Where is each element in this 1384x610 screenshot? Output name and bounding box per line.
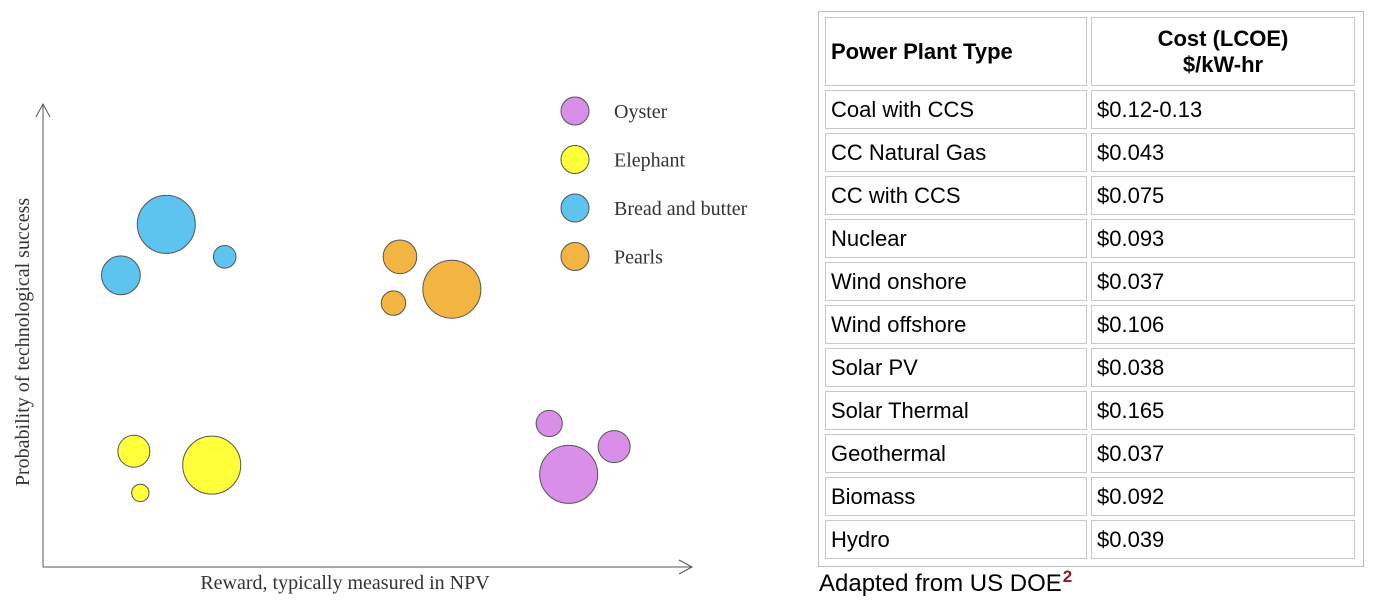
legend-swatch bbox=[560, 193, 590, 223]
source-reference: 2 bbox=[1062, 567, 1073, 586]
cell-cost: $0.12-0.13 bbox=[1091, 90, 1355, 129]
x-axis-label: Reward, typically measured in NPV bbox=[200, 572, 490, 594]
cell-cost: $0.165 bbox=[1091, 391, 1355, 430]
legend-swatch bbox=[560, 96, 590, 126]
cell-power-plant-type: Wind offshore bbox=[825, 305, 1087, 344]
cell-power-plant-type: Biomass bbox=[825, 477, 1087, 516]
bubble-marks bbox=[100, 194, 631, 504]
cell-cost: $0.092 bbox=[1091, 477, 1355, 516]
bubble-elephant bbox=[117, 434, 151, 468]
cell-power-plant-type: Wind onshore bbox=[825, 262, 1087, 301]
cell-power-plant-type: CC with CCS bbox=[825, 176, 1087, 215]
table-row: Coal with CCS$0.12-0.13 bbox=[825, 90, 1355, 129]
table-row: Wind onshore$0.037 bbox=[825, 262, 1355, 301]
x-axis-arrow bbox=[678, 559, 694, 575]
bubble-pearls bbox=[422, 259, 482, 319]
legend-swatch bbox=[560, 242, 590, 271]
cell-power-plant-type: Nuclear bbox=[825, 219, 1087, 258]
cell-cost: $0.075 bbox=[1091, 176, 1355, 215]
bubble-bread-and-butter bbox=[212, 244, 237, 269]
legend-label: Pearls bbox=[614, 247, 663, 269]
table-row: CC with CCS$0.075 bbox=[825, 176, 1355, 215]
cost-table: Power Plant Type Cost (LCOE) $/kW-hr Coa… bbox=[821, 13, 1359, 563]
bubble-bread-and-butter bbox=[136, 194, 196, 254]
bubble-oyster bbox=[597, 430, 631, 464]
table-row: Hydro$0.039 bbox=[825, 520, 1355, 559]
header-cost-line2: $/kW-hr bbox=[1182, 51, 1264, 77]
cell-power-plant-type: Solar Thermal bbox=[825, 391, 1087, 430]
chart-axes bbox=[35, 102, 694, 575]
source-text: Adapted from US DOE bbox=[819, 570, 1062, 597]
bubble-pearls bbox=[380, 290, 407, 316]
cell-cost: $0.039 bbox=[1091, 520, 1355, 559]
bubble-oyster bbox=[535, 409, 563, 438]
bubble-bread-and-butter bbox=[100, 255, 141, 296]
bubble-oyster bbox=[539, 444, 599, 504]
header-cost: Cost (LCOE) $/kW-hr bbox=[1091, 17, 1355, 86]
cell-cost: $0.037 bbox=[1091, 434, 1355, 473]
source-note: Adapted from US DOE2 bbox=[819, 567, 1072, 598]
cell-power-plant-type: Coal with CCS bbox=[825, 90, 1087, 129]
table-row: CC Natural Gas$0.043 bbox=[825, 133, 1355, 172]
bubble-chart: Reward, typically measured in NPV Probab… bbox=[12, 96, 748, 594]
cell-cost: $0.043 bbox=[1091, 133, 1355, 172]
header-cost-line1: Cost (LCOE) bbox=[1157, 25, 1289, 51]
legend-label: Bread and butter bbox=[614, 198, 748, 220]
legend-label: Oyster bbox=[614, 101, 668, 123]
table-row: Solar Thermal$0.165 bbox=[825, 391, 1355, 430]
cell-cost: $0.106 bbox=[1091, 305, 1355, 344]
y-axis-label: Probability of technological success bbox=[12, 198, 34, 486]
table-row: Wind offshore$0.106 bbox=[825, 305, 1355, 344]
cell-cost: $0.038 bbox=[1091, 348, 1355, 387]
bubble-elephant bbox=[131, 483, 150, 503]
legend-label: Elephant bbox=[614, 150, 686, 172]
table-row: Geothermal$0.037 bbox=[825, 434, 1355, 473]
cost-table-panel: Power Plant Type Cost (LCOE) $/kW-hr Coa… bbox=[818, 11, 1364, 567]
y-axis-arrow bbox=[35, 102, 51, 118]
table-row: Solar PV$0.038 bbox=[825, 348, 1355, 387]
cell-cost: $0.093 bbox=[1091, 219, 1355, 258]
cell-power-plant-type: Hydro bbox=[825, 520, 1087, 559]
table-row: Biomass$0.092 bbox=[825, 477, 1355, 516]
table-header-row: Power Plant Type Cost (LCOE) $/kW-hr bbox=[825, 17, 1355, 86]
bubble-pearls bbox=[382, 239, 418, 275]
table-row: Nuclear$0.093 bbox=[825, 219, 1355, 258]
header-power-plant-type: Power Plant Type bbox=[825, 17, 1087, 86]
cell-cost: $0.037 bbox=[1091, 262, 1355, 301]
cell-power-plant-type: Geothermal bbox=[825, 434, 1087, 473]
bubble-elephant bbox=[182, 435, 242, 495]
legend-swatch bbox=[560, 145, 590, 174]
cell-power-plant-type: Solar PV bbox=[825, 348, 1087, 387]
cell-power-plant-type: CC Natural Gas bbox=[825, 133, 1087, 172]
